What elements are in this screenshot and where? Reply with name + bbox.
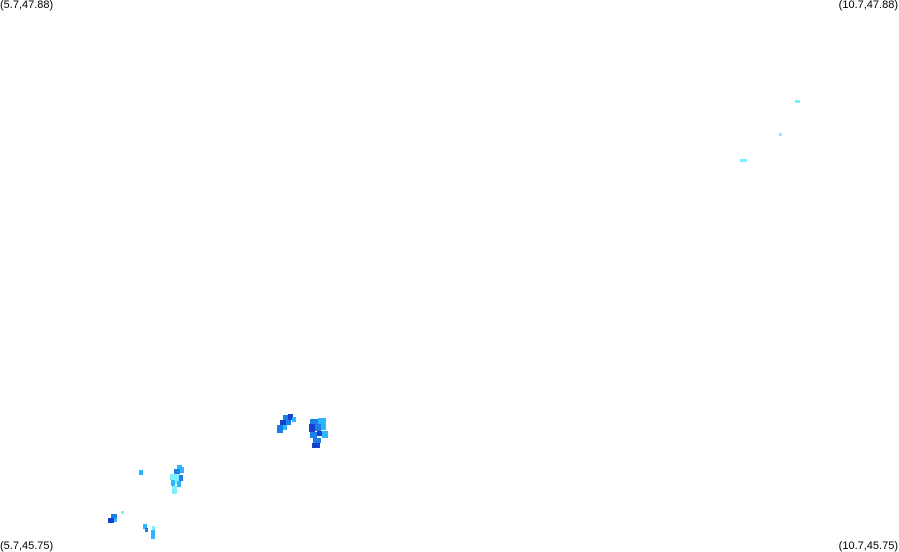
precip-cell [795,100,800,103]
precip-cell [280,420,287,426]
precip-cell [114,518,117,522]
precip-cell [283,425,287,430]
precip-cluster [139,465,184,494]
precip-cell [779,133,782,136]
precip-cell [121,511,124,514]
precip-cell [317,431,322,436]
corner-label-top-left: (5.7,47.88) [0,0,54,11]
precip-cell [286,420,291,425]
precip-cell [151,530,155,539]
precip-cell [177,465,182,469]
precip-cell [288,414,293,420]
precip-cell [322,431,328,438]
precip-cell [292,417,296,422]
precip-cell [152,526,155,530]
precip-cell [175,474,179,484]
precip-cell [139,470,143,475]
precip-cell [111,514,117,519]
precip-cluster [309,418,328,448]
precip-cell [310,419,318,424]
corner-label-bottom-right: (10.7,45.75) [838,540,898,552]
precip-cell [174,469,180,474]
precip-cell [145,528,148,532]
precip-cell [312,443,320,448]
precip-cell [309,424,315,432]
precip-cluster [277,414,296,433]
precip-cell [315,424,321,431]
precip-cell [177,481,181,487]
precip-cell [310,432,317,438]
precip-cell [180,467,184,473]
precip-cluster [108,511,155,539]
precip-cell [318,418,326,424]
precip-cell [171,480,175,486]
precip-cell [170,474,175,480]
precip-cell [277,425,283,433]
corner-label-top-right: (10.7,47.88) [838,0,898,11]
corner-label-bottom-left: (5.7,45.75) [0,540,54,552]
precip-cell [179,475,183,481]
precip-cell [740,159,747,162]
precip-cell [143,524,147,529]
precip-cell [172,486,177,494]
precip-cell [283,415,289,420]
precip-cell [313,438,321,443]
precip-cell [321,424,326,430]
precip-cell [108,518,114,523]
